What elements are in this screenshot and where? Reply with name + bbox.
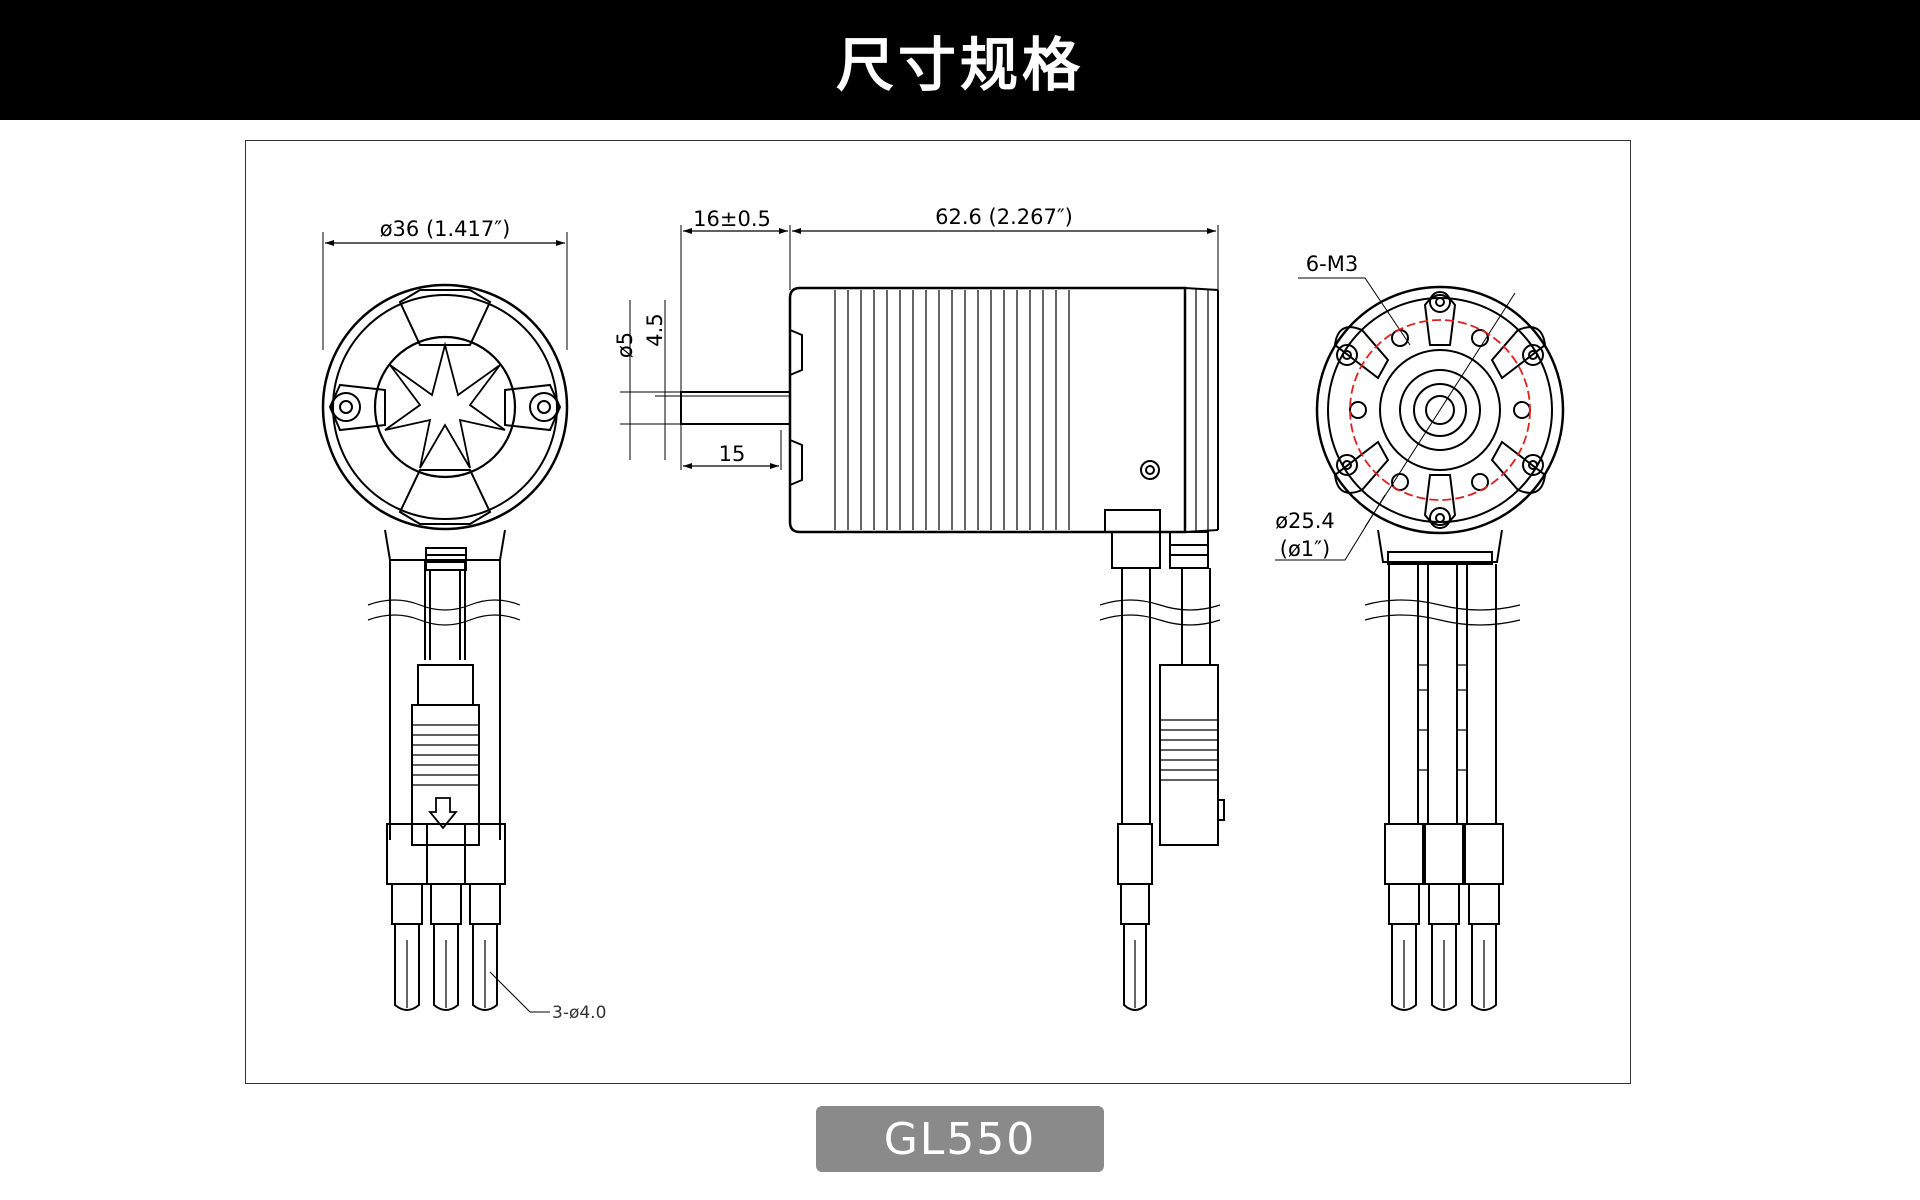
bolt-circle-inch-label: (ø1″) — [1280, 537, 1330, 561]
rear-view — [321, 232, 569, 1013]
side-view — [620, 225, 1225, 1011]
model-badge: GL550 — [816, 1106, 1104, 1172]
model-name: GL550 — [883, 1113, 1037, 1165]
page-title: 尺寸规格 — [835, 31, 1084, 99]
body-length-label: 62.6 (2.267″) — [935, 205, 1073, 229]
bolt-circle — [1349, 319, 1531, 501]
shaft-diameter-label: ø5 — [613, 332, 637, 358]
drawing-frame — [245, 140, 1631, 1084]
shaft-extension-label: 16±0.5 — [693, 207, 771, 231]
diameter-label: ø36 (1.417″) — [380, 217, 511, 241]
mount-holes-label: 6-M3 — [1306, 252, 1358, 276]
lead-connector-label: 3-ø4.0 — [552, 1003, 606, 1023]
front-view — [1275, 277, 1565, 1011]
shaft-length-label: 15 — [719, 442, 746, 466]
bolt-circle-label: ø25.4 — [1275, 509, 1335, 533]
header-bar: 尺寸规格 — [0, 0, 1920, 120]
shaft-flat-label: 4.5 — [643, 313, 667, 346]
